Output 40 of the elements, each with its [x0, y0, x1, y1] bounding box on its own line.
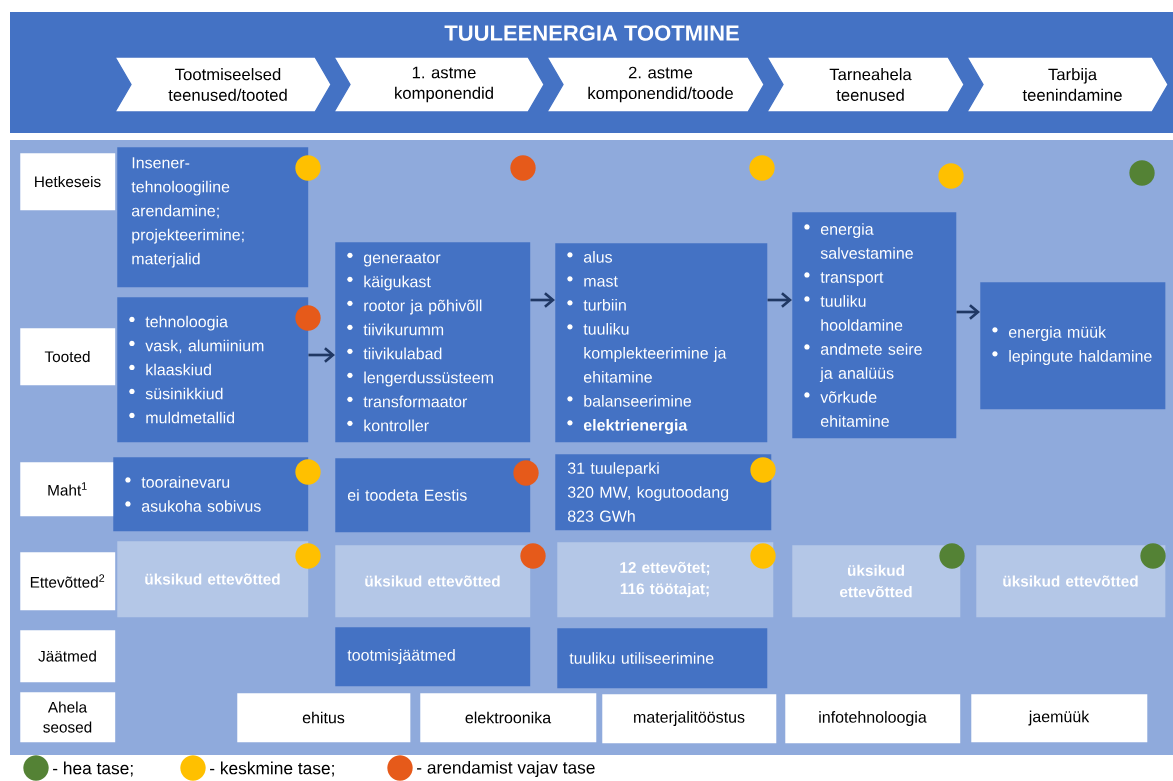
content-box: generaator käigukast rootor ja põhivõll tiivikurumm tiivikulabad lengerdussüsteem transformaator kontroller — [335, 242, 531, 443]
summary-box: üksikud ettevõtted — [976, 545, 1166, 618]
legend-text: - keskmine tase; — [210, 761, 334, 777]
legend-text: - hea tase; — [53, 761, 133, 777]
summary-box: üksikud ettevõtted — [335, 545, 531, 618]
content-box: ei toodeta Eestis — [335, 458, 531, 533]
content-box: tuuliku utiliseerimine — [557, 628, 768, 689]
stage-header: 2. astme komponendid/toode — [545, 56, 765, 113]
row-label: Hetkeseis — [20, 153, 116, 211]
content-box: toorainevaru asukoha sobivus — [113, 457, 309, 532]
sector-box: elektroonika — [420, 693, 597, 743]
summary-box: üksikud ettevõtted — [117, 541, 309, 618]
content-box: alus mast turbiin tuuliku komplekteerimine ja ehitamine balanseerimine elektrienergia — [555, 243, 768, 443]
summary-box: üksikud ettevõtted — [792, 545, 961, 618]
arrow — [308, 347, 335, 363]
row-label: Ahela seosed — [20, 692, 116, 743]
stage-header: Tarbija teenindamine — [965, 56, 1169, 113]
row-label: Jäätmed — [20, 630, 116, 683]
content-box: tootmisjäätmed — [335, 627, 531, 687]
title: TUULEENERGIA TOOTMINE — [444, 25, 739, 41]
stage-header: 1. astme komponendid — [332, 56, 545, 113]
sector-box: materjalitööstus — [602, 694, 777, 744]
arrow — [956, 304, 980, 320]
content-box: energia müük lepingute haldamine — [980, 282, 1166, 410]
row-label: Tooted — [20, 328, 116, 386]
stage-header: Tarneahela teenused — [765, 56, 965, 113]
content-box: tehnoloogia vask, alumiinium klaaskiud süsinikkiud muldmetallid — [117, 297, 309, 443]
summary-box: 12 ettevõtet; 116 töötajat; — [557, 542, 774, 618]
legend-text: - arendamist vajav tase — [417, 760, 595, 778]
arrow — [530, 292, 555, 308]
row-label: Ettevõtted$^{2}$ — [20, 552, 116, 611]
arrow — [767, 292, 792, 308]
content-box: 31 tuuleparki 320 MW, kogutoodang 823 GWh — [555, 454, 772, 531]
content-box: Insener-tehnoloogiline arendamine; projekteerimine; materjalid — [117, 147, 309, 288]
sector-box: ehitus — [237, 693, 411, 743]
content-box: energia salvestamine transport tuuliku hooldamine andmete seire ja analüüs võrkude ehitamine — [792, 212, 957, 439]
stage-header: Tootmiseelsed teenused/tooted — [113, 56, 332, 113]
sector-box: infotehnoloogia — [785, 694, 961, 744]
row-label: Maht$^{1}$ — [20, 462, 116, 517]
sector-box: jaemüük — [971, 694, 1148, 743]
